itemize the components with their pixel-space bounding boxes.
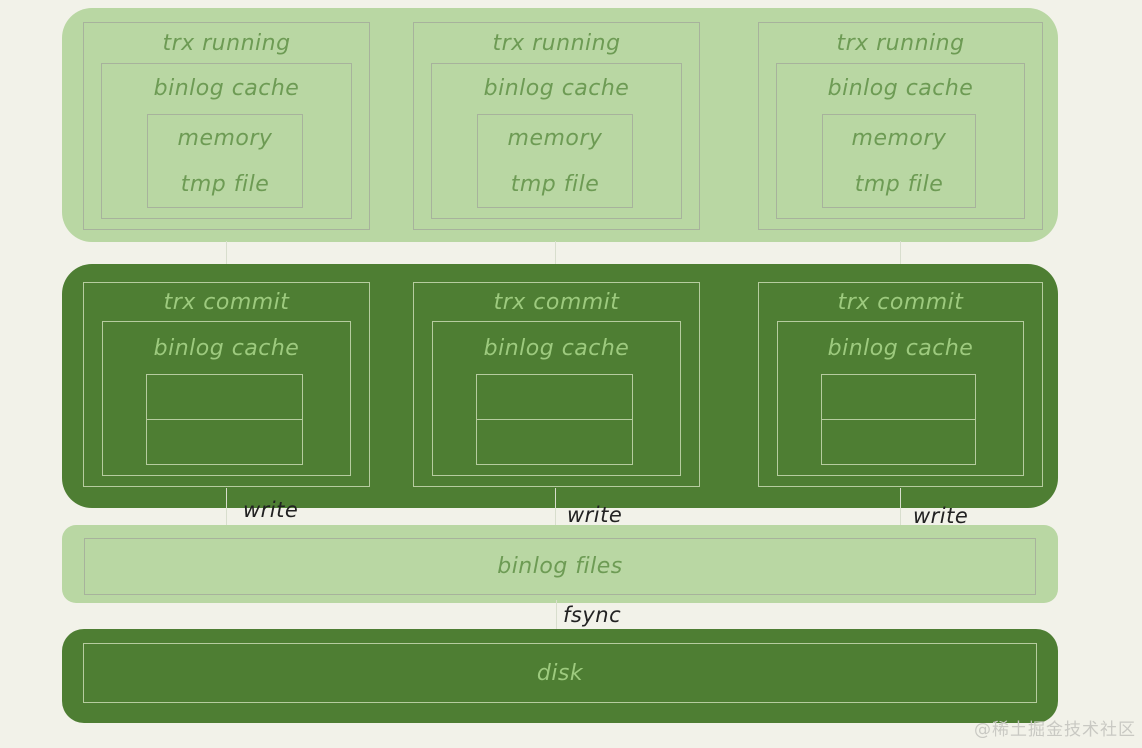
memory-label: memory [177,125,273,151]
arrow-write-3 [895,488,905,536]
memory-label: memory [851,125,947,151]
memory-tmpfile-box: memory tmp file [822,114,976,208]
trx-running-title: trx running [162,30,291,56]
cache-cell-lower [477,420,632,464]
memory-label: memory [507,125,603,151]
write-label-1: write [243,498,299,522]
binlog-cache-title: binlog cache [827,75,974,101]
trx-commit-title: trx commit [163,289,290,315]
cache-cell-upper [147,375,302,420]
cache-cell-upper [477,375,632,420]
trx-running-band: trx running binlog cache memory tmp file… [62,8,1058,242]
binlog-cache-title: binlog cache [153,75,300,101]
tmp-file-label: tmp file [180,171,270,197]
trx-running-title: trx running [836,30,965,56]
cache-cells-box [476,374,633,465]
watermark: @稀土掘金技术社区 [974,720,1136,740]
trx-running-title: trx running [492,30,621,56]
tmp-file-label: tmp file [510,171,600,197]
trx-commit-title: trx commit [493,289,620,315]
binlog-cache-title: binlog cache [827,335,974,361]
trx-commit-band: trx commit binlog cache trx commit binlo… [62,264,1058,508]
arrow-write-2 [550,488,560,536]
disk-band: disk [62,629,1058,723]
cache-cell-lower [147,420,302,464]
disk-label: disk [83,643,1037,703]
write-label-3: write [913,504,969,528]
arrow-write-1 [221,488,231,536]
memory-tmpfile-box: memory tmp file [477,114,633,208]
write-label-2: write [567,503,623,527]
trx-running-box-3: trx running binlog cache memory tmp file [758,22,1043,230]
binlog-cache-box: binlog cache memory tmp file [431,63,682,219]
binlog-cache-box: binlog cache [102,321,351,476]
trx-commit-box-1: trx commit binlog cache [83,282,370,487]
cache-cell-upper [822,375,975,420]
tmp-file-label: tmp file [854,171,944,197]
trx-running-box-1: trx running binlog cache memory tmp file [83,22,370,230]
fsync-label: fsync [563,603,622,627]
cache-cells-box [146,374,303,465]
binlog-cache-title: binlog cache [483,335,630,361]
binlog-cache-title: binlog cache [153,335,300,361]
binlog-cache-box: binlog cache [777,321,1024,476]
cache-cells-box [821,374,976,465]
memory-tmpfile-box: memory tmp file [147,114,303,208]
binlog-cache-box: binlog cache memory tmp file [776,63,1025,219]
binlog-cache-title: binlog cache [483,75,630,101]
trx-commit-title: trx commit [837,289,964,315]
binlog-files-label: binlog files [84,538,1036,595]
binlog-cache-box: binlog cache memory tmp file [101,63,352,219]
trx-commit-box-2: trx commit binlog cache [413,282,700,487]
cache-cell-lower [822,420,975,464]
trx-running-box-2: trx running binlog cache memory tmp file [413,22,700,230]
binlog-cache-box: binlog cache [432,321,681,476]
trx-commit-box-3: trx commit binlog cache [758,282,1043,487]
binlog-files-band: binlog files [62,525,1058,603]
